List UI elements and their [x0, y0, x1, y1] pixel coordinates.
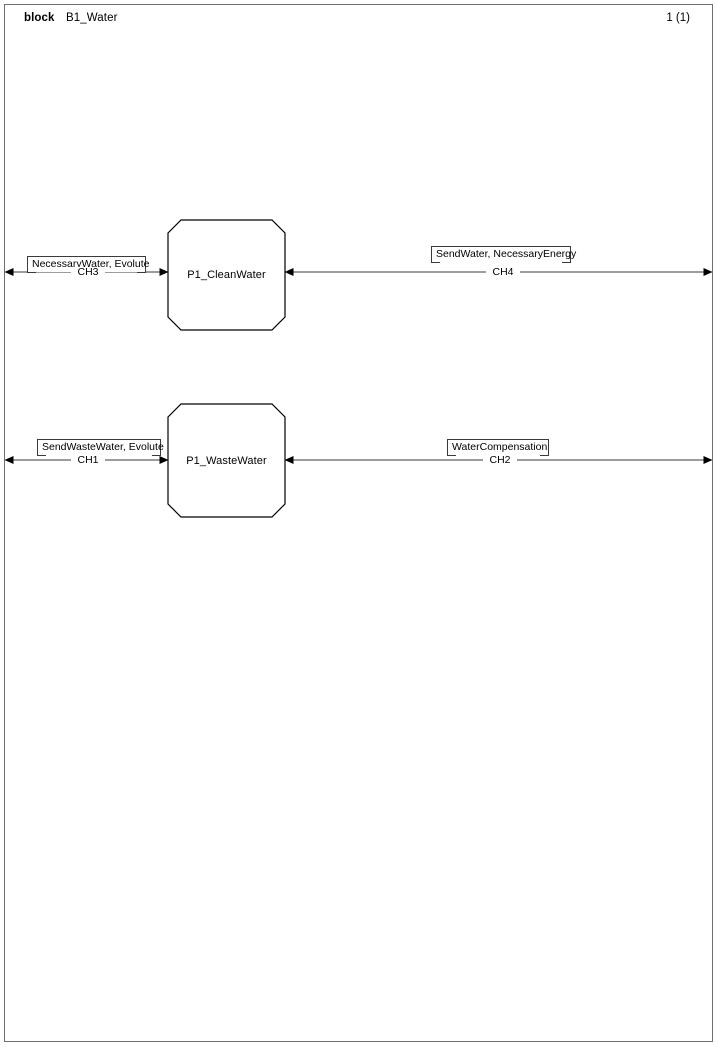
process-block-p1-wastewater[interactable]: P1_WasteWater	[167, 403, 286, 518]
process-block-p1-cleanwater[interactable]: P1_CleanWater	[167, 219, 286, 331]
header-kind-label: block	[24, 12, 55, 24]
signal-list-ch4[interactable]: SendWater, NecessaryEnergy	[431, 246, 576, 263]
signal-list-ch2[interactable]: WaterCompensation	[447, 439, 549, 456]
channel-name-ch1[interactable]: CH1	[71, 455, 105, 466]
page-header: block B1_Water 1 (1)	[0, 12, 718, 34]
signal-list-ch1[interactable]: SendWasteWater, Evolute	[37, 439, 164, 456]
channel-name-ch3[interactable]: CH3	[71, 267, 105, 278]
channel-name-ch4[interactable]: CH4	[486, 267, 520, 278]
channel-name-ch2[interactable]: CH2	[483, 455, 517, 466]
signal-list-ch3[interactable]: NecessaryWater, Evolute	[27, 256, 150, 273]
header-diagram-name: B1_Water	[66, 12, 118, 24]
page-number-indicator: 1 (1)	[666, 12, 690, 24]
